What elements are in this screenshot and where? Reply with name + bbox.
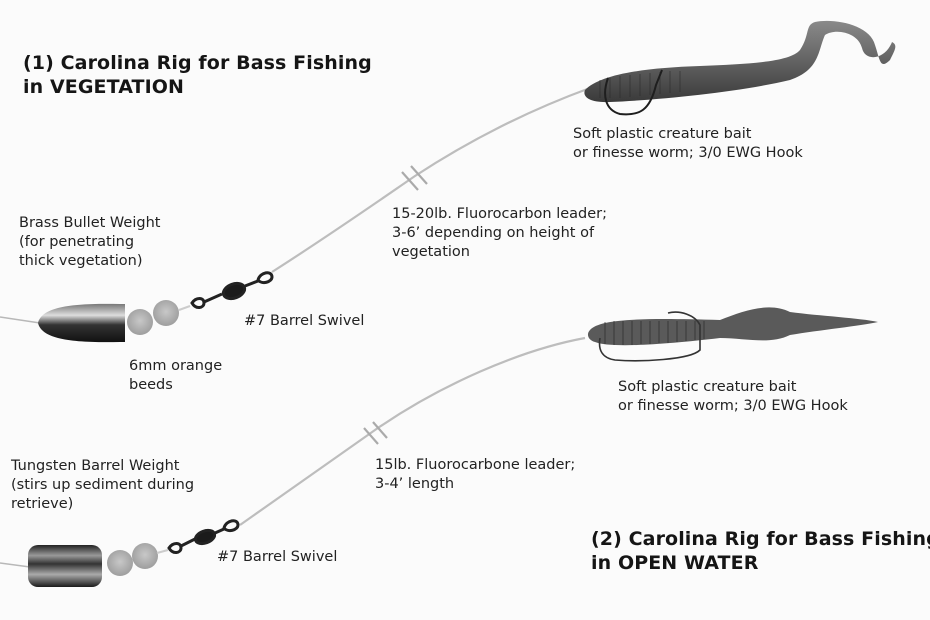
- rig1-bait-label-line-1: Soft plastic creature bait: [573, 126, 752, 142]
- rig2-title: (2) Carolina Rig for Bass Fishing in OPE…: [591, 527, 930, 575]
- rig1-line-break-mark: [401, 165, 428, 191]
- rig2-bait-label-line-2: or finesse worm; 3/0 EWG Hook: [618, 398, 848, 414]
- rig2-leader-label: 15lb. Fluorocarbone leader; 3-4’ length: [375, 456, 575, 494]
- rig1-title-line-2: in VEGETATION: [23, 76, 185, 98]
- rig2-barrel-weight: [28, 545, 102, 587]
- rig2-barrel-swivel: [156, 519, 240, 554]
- rig1-worm-bait: [584, 20, 896, 116]
- rig2-weight-label-line-2: (stirs up sediment during: [11, 477, 195, 493]
- rig1-barrel-swivel: [178, 271, 274, 311]
- rig2-swivel-label: #7 Barrel Swivel: [217, 548, 337, 567]
- rig2-leader-label-line-2: 3-4’ length: [375, 476, 455, 492]
- rig2-leader-line: [239, 336, 586, 526]
- rig1-leader-label-line-2: 3-6’ depending on height of: [392, 225, 595, 241]
- rig2-orange-beads: [107, 543, 158, 576]
- rig1-leader-label: 15-20lb. Fluorocarbon leader; 3-6’ depen…: [392, 205, 607, 262]
- rig2-bait-label-line-1: Soft plastic creature bait: [618, 379, 797, 395]
- rig1-main-line: [0, 316, 41, 324]
- rig1-swivel-label: #7 Barrel Swivel: [244, 312, 364, 331]
- rig1-weight-label-line-2: (for penetrating: [19, 234, 135, 250]
- rig2-weight-label-line-1: Tungsten Barrel Weight: [11, 458, 180, 474]
- rig2-line-break-mark: [363, 421, 388, 445]
- rig1-leader-line: [271, 86, 591, 273]
- rig1-title-line-1: (1) Carolina Rig for Bass Fishing: [23, 52, 372, 74]
- rig1-leader-label-line-1: 15-20lb. Fluorocarbon leader;: [392, 206, 608, 222]
- rig2-creature-bait: [587, 307, 878, 362]
- rig2-weight-label: Tungsten Barrel Weight (stirs up sedimen…: [11, 457, 194, 514]
- rig1-beads-label-line-1: 6mm orange: [129, 358, 223, 374]
- rig1-bullet-weight: [38, 303, 125, 343]
- rig2-leader-label-line-1: 15lb. Fluorocarbone leader;: [375, 457, 576, 473]
- rig1-title: (1) Carolina Rig for Bass Fishing in VEG…: [23, 51, 372, 99]
- rig2-bait-label: Soft plastic creature bait or finesse wo…: [618, 378, 848, 416]
- rig1-swivel-label-text: #7 Barrel Swivel: [244, 313, 365, 329]
- rig2-title-line-2: in OPEN WATER: [591, 552, 759, 574]
- rig1-bait-label-line-2: or finesse worm; 3/0 EWG Hook: [573, 145, 803, 161]
- rig1-weight-label: Brass Bullet Weight (for penetrating thi…: [19, 214, 160, 271]
- rig1-beads-label: 6mm orange beeds: [129, 357, 222, 395]
- rig1-bait-label: Soft plastic creature bait or finesse wo…: [573, 125, 803, 163]
- rig2-weight-label-line-3: retrieve): [11, 496, 74, 512]
- rig2-swivel-label-text: #7 Barrel Swivel: [217, 549, 338, 565]
- rig2-main-line: [0, 562, 31, 568]
- rig1-orange-beads: [127, 300, 179, 335]
- rig1-weight-label-line-3: thick vegetation): [19, 253, 143, 269]
- rig1-leader-label-line-3: vegetation: [392, 244, 470, 260]
- rig1-weight-label-line-1: Brass Bullet Weight: [19, 215, 161, 231]
- rig2-title-line-1: (2) Carolina Rig for Bass Fishing: [591, 528, 930, 550]
- rig1-beads-label-line-2: beeds: [129, 377, 173, 393]
